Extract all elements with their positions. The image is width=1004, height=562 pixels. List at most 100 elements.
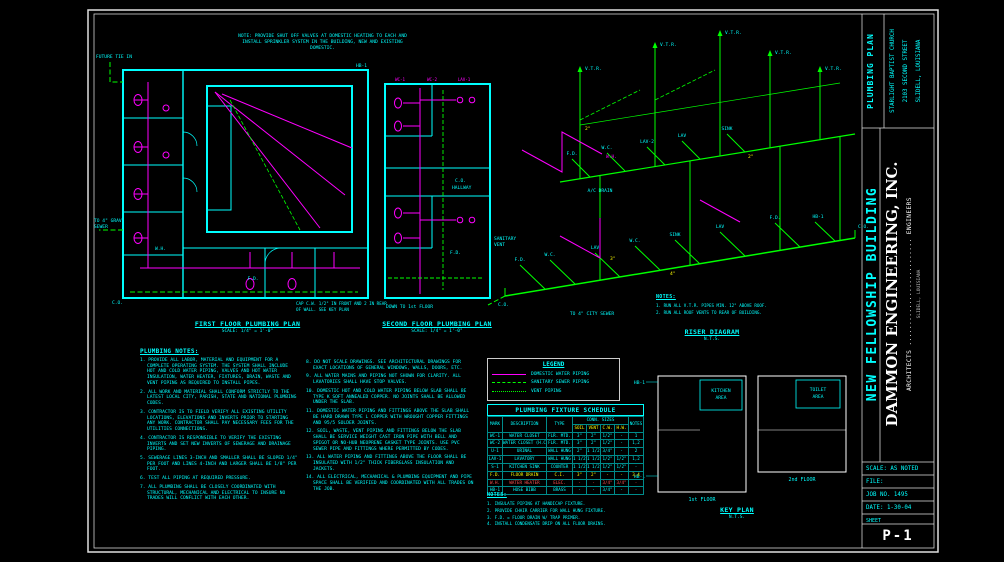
fixture-cell: FLR. MTD. — [546, 431, 573, 441]
plan1-to-sewer-label2: SEWER — [94, 224, 108, 230]
riser-labels: V.T.R. V.T.R. V.T.R. V.T.R. V.T.R. C.O. … — [498, 30, 869, 317]
fixture-cell: 3/4" — [614, 478, 629, 488]
riser-vtr-label: V.T.R. — [725, 30, 742, 36]
plumbing-notes-title: PLUMBING NOTES: — [140, 348, 199, 355]
sheet-border — [87, 9, 939, 553]
key-toilet-label: TOILET — [810, 387, 827, 393]
fixture-cell: - — [586, 478, 601, 488]
key-plan-labels: KITCHEN AREA TOILET AREA HB-1 HB-1 1st F… — [634, 380, 827, 503]
riser-to-sewer-label: TO 4" CITY SEWER — [570, 311, 614, 317]
fixture-cell: C.I. — [546, 470, 573, 480]
fixture-cell: 1/2" — [614, 455, 629, 464]
titleblock-firm-subtitle: ARCHITECTS .......................... EN… — [906, 197, 913, 391]
plumbing-notes-list-2: 8. DO NOT SCALE DRAWINGS. SEE ARCHITECTU… — [306, 360, 474, 493]
key-kitchen-label: KITCHEN — [711, 388, 731, 394]
note-item: 12. SOIL, WASTE, VENT PIPING AND FITTING… — [306, 429, 461, 452]
plan1-title-block: FIRST FLOOR PLUMBING PLAN SCALE: 1/4" = … — [175, 320, 320, 334]
plan2-fd-label: F.D. — [450, 250, 461, 256]
note-item: 4. INSTALL CONDENSATE DRIP ON ALL FLOOR … — [487, 521, 606, 527]
fixture-cell: 1/2" — [614, 462, 629, 472]
plan1-cap-note2: OF WALL. SEE KEY PLAN — [296, 307, 349, 312]
note-item: 10. DOMESTIC HOT AND COLD WATER PIPING B… — [306, 388, 467, 406]
fixture-cell: 1,2 — [628, 455, 644, 464]
fixture-cell: 3,4 — [628, 470, 644, 480]
plan1-fixtures — [133, 94, 297, 290]
plan1-co-label: C.O. — [112, 300, 123, 306]
fixture-cell: - — [614, 431, 629, 441]
plan2-walls — [384, 83, 491, 299]
fixture-schedule-head: MARK DESCRIPTION TYPE CONN. SIZES NOTES … — [487, 416, 644, 433]
fixture-cell: FLOOR DRAIN — [502, 470, 547, 480]
note-item: 2. PROVIDE CHAIR CARRIER FOR WALL HUNG F… — [487, 507, 606, 513]
legend-title: LEGEND — [542, 361, 565, 368]
note-item: 3. F.D. = FLOOR DRAIN W/ TRAP PRIMER. — [487, 514, 581, 520]
titleblock-rules — [861, 14, 934, 548]
fixture-cell: 3/4" — [600, 447, 615, 457]
fixture-cell: WATER HEATER — [502, 478, 547, 488]
col-header-cw: C.W. — [600, 423, 615, 433]
riser-size-2b: 2" — [585, 126, 591, 132]
fixture-cell: WC-1 — [487, 431, 503, 441]
col-header-hw: H.W. — [614, 423, 629, 433]
fixture-cell: 1 1/2" — [572, 455, 587, 464]
key-plan-area-boxes — [646, 379, 841, 477]
note-item: 3. CONTRACTOR IS TO FIELD VERIFY ALL EXI… — [140, 409, 294, 433]
note-item: 8. DO NOT SCALE DRAWINGS. SEE ARCHITECTU… — [306, 360, 463, 371]
plumbing-notes-col2: 8. DO NOT SCALE DRAWINGS. SEE ARCHITECTU… — [306, 360, 474, 496]
plan2-scale: SCALE: 1/4" = 1'-0" — [411, 329, 463, 334]
titleblock-sheet-number: P-1 — [882, 528, 914, 544]
col-header-mark: MARK — [487, 416, 503, 433]
riser-size-4: 4" — [670, 271, 676, 277]
fixture-cell: W.H. — [487, 478, 503, 488]
note-item: 11. DOMESTIC WATER PIPING AND FITTINGS A… — [306, 409, 470, 426]
fixture-cell: 1 1/2" — [572, 462, 587, 472]
schedule-notes-list: 1. INSULATE PIPING AT HANDICAP FIXTURE.2… — [487, 501, 637, 527]
plan1-water-piping — [134, 82, 360, 269]
riser-sink-label: SINK — [669, 232, 680, 238]
key-plan-outlines — [657, 375, 847, 493]
plan2-lav1-label: LAV-1 — [458, 77, 471, 82]
riser-fd-label: F.D. — [769, 215, 780, 221]
fixture-cell: URINAL — [502, 447, 547, 457]
legend-line-sample — [492, 382, 526, 383]
fixture-cell: ELEC. — [546, 478, 573, 488]
plan2-title: SECOND FLOOR PLUMBING PLAN — [382, 320, 492, 328]
legend-item: SANITARY SEWER PIPING — [492, 380, 615, 385]
fixture-cell: 1 1/2" — [586, 455, 601, 464]
riser-vtr-arrows — [577, 30, 823, 72]
fixture-cell: WATER CLOSET (H.C.) — [502, 439, 547, 449]
plan2-title-block: SECOND FLOOR PLUMBING PLAN SCALE: 1/4" =… — [372, 320, 502, 334]
fixture-cell: 1 1/2" — [586, 462, 601, 472]
riser-vtr-label: V.T.R. — [660, 42, 677, 48]
note-item: 6. TEST ALL PIPING AT REQUIRED PRESSURE. — [140, 476, 251, 482]
fixture-cell: 1/2" — [600, 431, 615, 441]
plumbing-notes-col1: PLUMBING NOTES: 1. PROVIDE ALL LABOR, MA… — [140, 348, 298, 505]
fixture-cell: U-1 — [487, 447, 503, 457]
fixture-cell: FLR. MTD. — [546, 439, 573, 449]
col-header-notes: NOTES — [628, 416, 644, 433]
fixture-cell: LAVATORY — [502, 455, 547, 464]
plan2-fixtures — [394, 96, 476, 244]
plan1-scale: SCALE: 1/4" = 1'-0" — [221, 329, 274, 334]
first-floor-plan: FUTURE TIE IN TO 4" GRAV. SEWER W.H. F.D… — [94, 54, 387, 312]
plan1-future-tie-in-label: FUTURE TIE IN — [96, 54, 132, 60]
riser-title-block: RISER DIAGRAM N.T.S. — [652, 328, 772, 342]
col-header-vent: VENT — [586, 423, 601, 433]
plan1-to-sewer-label: TO 4" GRAV. — [94, 218, 124, 224]
note-item: 2. RUN ALL ROOF VENTS TO REAR OF BUILDIN… — [656, 309, 762, 315]
fixture-cell: WALL HUNG — [546, 447, 573, 457]
fixture-cell: 1 — [628, 431, 644, 441]
riser-vent-lines — [579, 69, 716, 121]
plan1-cap-note: CAP C.W. 1/2" IN FRONT AND 2 IN REAR — [296, 301, 387, 306]
riser-diagram: V.T.R. V.T.R. V.T.R. V.T.R. V.T.R. C.O. … — [487, 30, 869, 317]
plan2-hallway-label: HALLWAY — [452, 185, 472, 191]
key-kitchen-label2: AREA — [715, 395, 726, 401]
note-item: 9. ALL WATER MAINS AND PIPING NOT SHOWN … — [306, 374, 461, 386]
titleblock-job-number: JOB NO. 1495 — [866, 491, 908, 498]
fixture-schedule-title: PLUMBING FIXTURE SCHEDULE — [487, 404, 644, 416]
